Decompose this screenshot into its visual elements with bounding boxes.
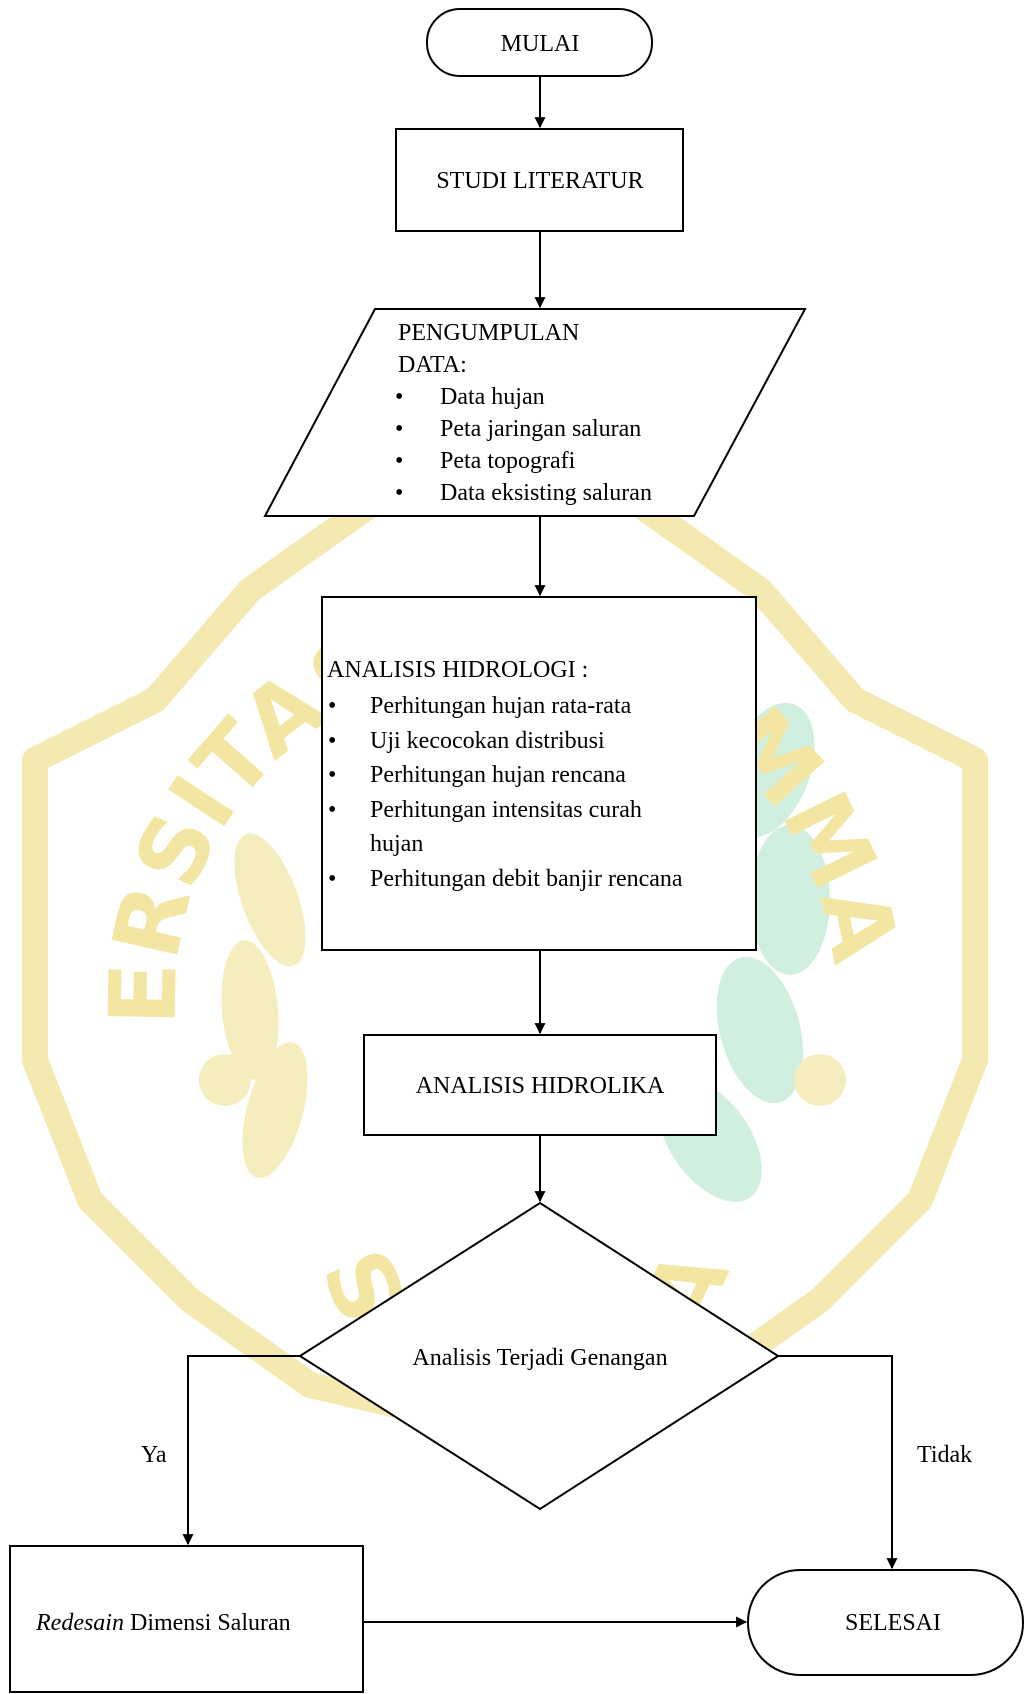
- data-collection-node: PENGUMPULAN DATA: • Data hujan • Peta ja…: [263, 308, 807, 517]
- start-node: MULAI: [426, 8, 653, 77]
- decision-label: Analisis Terjadi Genangan: [412, 1345, 667, 1371]
- bullet: •: [395, 480, 403, 506]
- edge-decision-no: [778, 1355, 898, 1570]
- hydrology-item: Perhitungan debit banjir rencana: [370, 866, 683, 892]
- watermark-leaf-left: [199, 833, 308, 1179]
- bullet: •: [328, 762, 336, 788]
- hydrology-title: ANALISIS HIDROLOGI :: [327, 657, 588, 683]
- edge-decision-yes: [182, 1355, 300, 1546]
- yes-label: Ya: [141, 1442, 167, 1468]
- hydrology-list: • Perhitungan hujan rata-rata • Uji keco…: [328, 693, 683, 892]
- bullet: •: [395, 384, 403, 410]
- flow-edges: [182, 76, 898, 1628]
- bullet: •: [328, 728, 336, 754]
- hydrology-item: Perhitungan hujan rencana: [370, 762, 626, 788]
- bullet: •: [328, 797, 336, 823]
- data-item: Peta jaringan saluran: [440, 416, 641, 442]
- bullet: •: [395, 416, 403, 442]
- hydraulics-label: ANALISIS HIDROLIKA: [416, 1073, 665, 1099]
- end-node: SELESAI: [747, 1569, 1024, 1676]
- hydraulics-node: ANALISIS HIDROLIKA: [363, 1034, 717, 1136]
- redesign-label-italic: Redesain: [35, 1610, 124, 1636]
- redesign-label: Redesain Dimensi Saluran: [35, 1610, 291, 1636]
- data-item: Peta topografi: [440, 448, 576, 474]
- decision-node: Analisis Terjadi Genangan: [298, 1201, 780, 1511]
- literature-node: STUDI LITERATUR: [395, 128, 684, 232]
- hydrology-item-continuation: hujan: [370, 831, 423, 857]
- hydrology-item: Perhitungan intensitas curah: [370, 797, 642, 823]
- bullet: •: [395, 448, 403, 474]
- redesign-node: Redesain Dimensi Saluran: [9, 1545, 364, 1693]
- hydrology-item: Perhitungan hujan rata-rata: [370, 693, 632, 719]
- data-collection-title-line2: DATA:: [398, 352, 467, 378]
- bullet: •: [328, 693, 336, 719]
- data-item: Data eksisting saluran: [440, 480, 652, 506]
- redesign-label-rest: Dimensi Saluran: [124, 1610, 291, 1636]
- end-label: SELESAI: [845, 1610, 941, 1636]
- bullet: •: [328, 866, 336, 892]
- start-label: MULAI: [501, 31, 580, 57]
- hydrology-item: Uji kecocokan distribusi: [370, 728, 605, 754]
- data-item: Data hujan: [440, 384, 545, 410]
- data-collection-list: • Data hujan • Peta jaringan saluran • P…: [395, 384, 652, 506]
- hydrology-node: ANALISIS HIDROLOGI : • Perhitungan hujan…: [321, 596, 757, 951]
- no-label: Tidak: [917, 1442, 972, 1468]
- literature-label: STUDI LITERATUR: [436, 168, 643, 194]
- data-collection-title-line1: PENGUMPULAN: [398, 320, 579, 346]
